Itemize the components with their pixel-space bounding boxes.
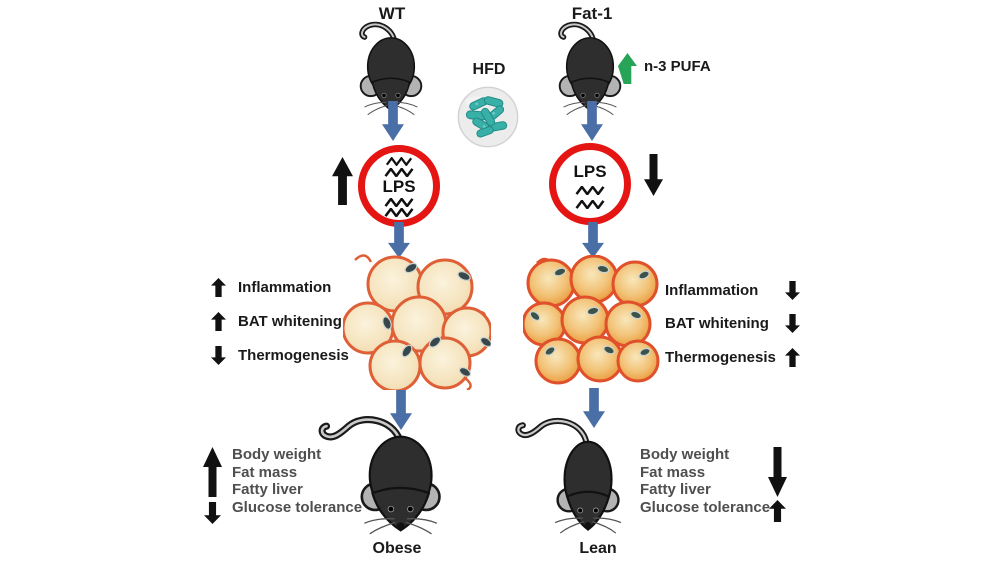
outcome-line: Body weight: [640, 446, 730, 463]
obese-mouse-icon: [318, 416, 441, 535]
effect-label: BAT whitening: [238, 313, 342, 330]
obese-phenotype-label: Obese: [372, 540, 422, 557]
effect-label: BAT whitening: [665, 315, 769, 332]
fat1-mouse-icon: [558, 21, 622, 116]
fat1-flow-arrow-2-icon: [582, 222, 604, 258]
wt-lps-label: LPS: [382, 177, 416, 196]
wt-outcome-list: Body weight Fat mass Fatty liver Glucose…: [232, 446, 362, 516]
wt-genotype-label: WT: [378, 4, 406, 23]
up-arrow-icon: [211, 278, 226, 297]
down-arrow-icon: [785, 281, 800, 300]
outcome-line: Fatty liver: [232, 481, 303, 498]
fat1-outcome-list: Body weight Fat mass Fatty liver Glucose…: [640, 446, 770, 516]
down-arrow-icon: [211, 346, 226, 365]
wt-effect-bat-whitening: BAT whitening: [211, 312, 342, 331]
up-arrow-icon: [785, 348, 800, 367]
wt-lps-up-arrow-icon: [332, 157, 353, 205]
fat1-effect-thermogenesis: Thermogenesis: [665, 348, 800, 367]
wt-effect-thermogenesis: Thermogenesis: [211, 346, 349, 365]
fat1-lps-label: LPS: [573, 162, 607, 181]
lean-phenotype-label: Lean: [579, 540, 617, 557]
fat1-effect-bat-whitening: BAT whitening: [665, 314, 800, 333]
hfd-pills-icon: [457, 86, 519, 148]
effect-label: Inflammation: [665, 282, 759, 299]
hfd-label: HFD: [472, 61, 506, 78]
outcome-line: Fat mass: [640, 463, 706, 481]
outcome-line: Glucose tolerance: [640, 498, 771, 516]
fat1-adipose-tissue-icon: [523, 255, 660, 385]
wt-lps-circle: LPS: [358, 145, 440, 227]
wt-effect-inflammation: Inflammation: [211, 278, 331, 297]
lean-mouse-icon: [515, 417, 622, 534]
outcome-line: Fat mass: [232, 463, 298, 481]
fat1-lps-down-arrow-icon: [644, 154, 663, 196]
fat1-glucose-up-arrow-icon: [769, 500, 786, 522]
wt-glucose-down-arrow-icon: [204, 502, 221, 524]
fat1-lps-circle: LPS: [549, 143, 631, 225]
outcome-line: Fatty liver: [640, 481, 711, 498]
effect-label: Thermogenesis: [665, 349, 776, 366]
wt-adipose-tissue-icon: [343, 254, 491, 390]
fat1-outcomes-down-arrow-icon: [768, 447, 787, 497]
outcome-line: Body weight: [232, 446, 322, 463]
outcome-line: Glucose tolerance: [232, 498, 363, 516]
fat1-genotype-label: Fat-1: [571, 4, 613, 23]
down-arrow-icon: [785, 314, 800, 333]
effect-label: Inflammation: [238, 279, 332, 296]
wt-outcomes-up-arrow-icon: [203, 447, 222, 497]
n3-pufa-label: n-3 PUFA: [644, 58, 711, 75]
effect-label: Thermogenesis: [238, 347, 349, 364]
fat1-effect-inflammation: Inflammation: [665, 281, 800, 300]
up-arrow-icon: [211, 312, 226, 331]
